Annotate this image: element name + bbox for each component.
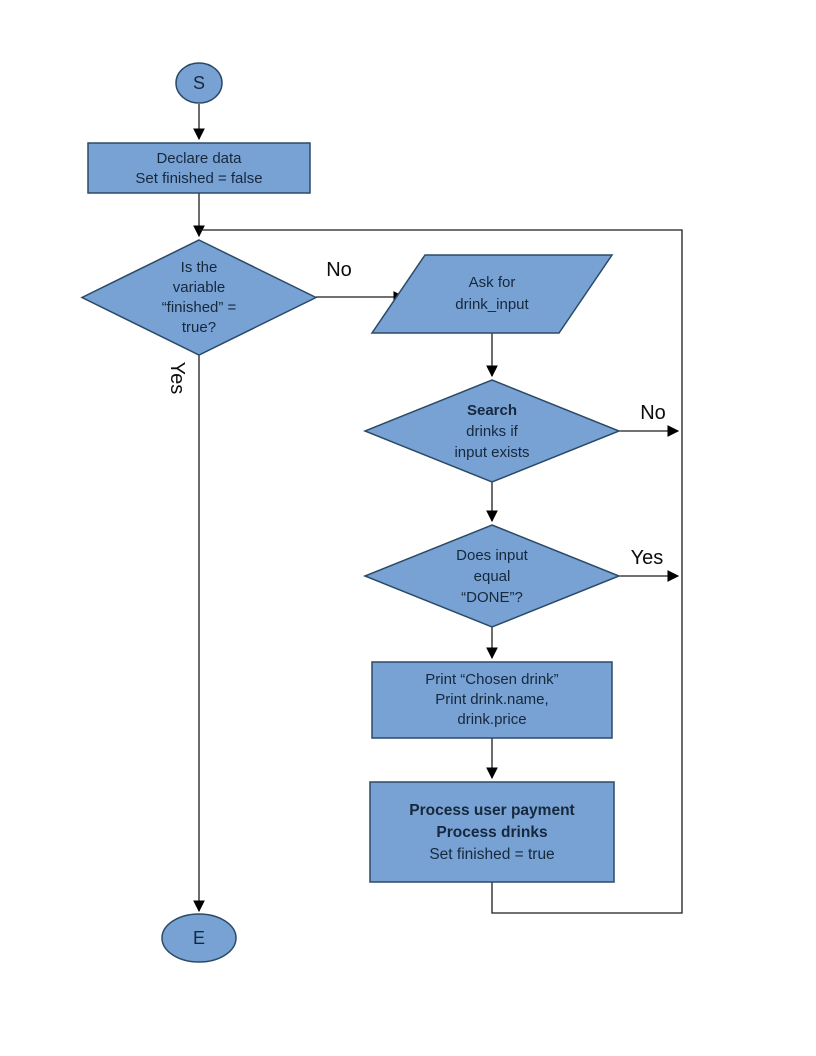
search-line-3: input exists	[454, 444, 530, 461]
print-line-3: drink.price	[457, 711, 527, 728]
process-line-1: Process user payment	[409, 802, 575, 819]
payment-process-shape	[369, 781, 615, 883]
finished-line-4: true?	[181, 319, 217, 336]
print-line-1: Print “Chosen drink”	[425, 671, 559, 688]
ask-line-1: Ask for	[468, 274, 516, 291]
finished-decision-label: Is the variable “finished” = true?	[118, 258, 280, 338]
process-line-2: Process drinks	[436, 824, 548, 841]
ask-line-2: drink_input	[455, 296, 529, 313]
finished-line-3: “finished” =	[161, 299, 237, 316]
print-line-2: Print drink.name,	[435, 691, 549, 708]
end-terminator-shape	[161, 913, 237, 963]
edge-label-finished-no: No	[326, 259, 352, 281]
print-process-label: Print “Chosen drink” Print drink.name, d…	[372, 670, 612, 730]
ask-input-parallelogram	[370, 254, 614, 334]
search-decision-label: Search drinks if input exists	[402, 400, 582, 463]
done-line-3: “DONE”?	[461, 589, 523, 606]
done-decision-label: Does input equal “DONE”?	[402, 545, 582, 608]
ask-input-label: Ask for drink_input	[417, 272, 567, 316]
done-line-1: Does input	[456, 547, 528, 564]
declare-process-shape	[87, 142, 311, 194]
declare-line-2: Set finished = false	[135, 170, 263, 187]
connector-loop-back	[199, 229, 683, 914]
finished-line-2: variable	[172, 279, 226, 296]
edge-label-done-yes: Yes	[630, 547, 664, 569]
edge-label-finished-yes: Yes	[166, 361, 188, 395]
end-terminator-label: E	[192, 928, 205, 948]
search-decision-diamond	[362, 379, 622, 483]
search-line-1: Search	[466, 402, 518, 419]
edge-label-search-no: No	[640, 402, 666, 424]
search-line-2: drinks if	[466, 423, 518, 440]
print-process-shape	[371, 661, 613, 739]
done-line-2: equal	[473, 568, 511, 585]
done-decision-diamond	[362, 524, 622, 628]
process-line-3: Set finished = true	[429, 846, 555, 863]
finished-line-1: Is the	[180, 259, 218, 276]
declare-line-1: Declare data	[156, 150, 242, 167]
start-terminator-shape	[175, 62, 223, 104]
declare-process-label: Declare data Set finished = false	[88, 149, 310, 189]
start-terminator-label: S	[192, 73, 205, 93]
payment-process-label: Process user payment Process drinks Set …	[370, 800, 614, 866]
finished-decision-diamond	[80, 239, 318, 356]
